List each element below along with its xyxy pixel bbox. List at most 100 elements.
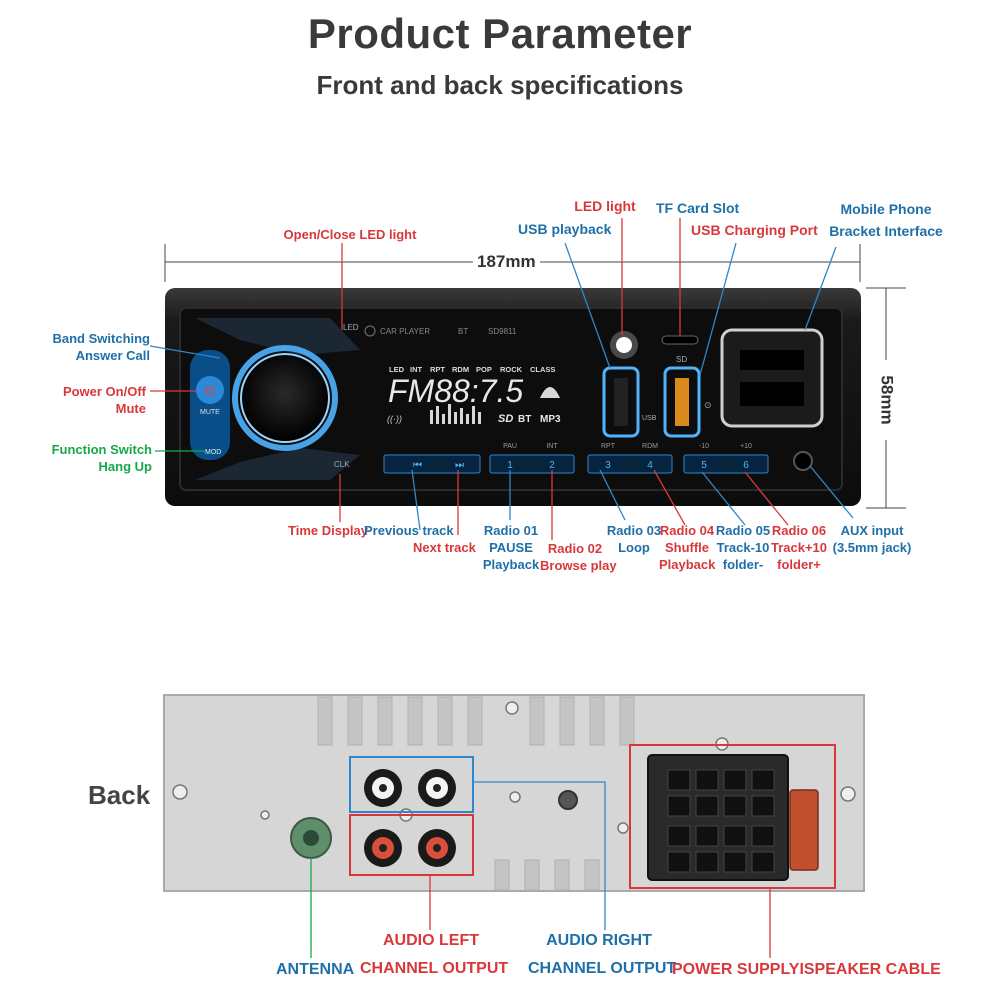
previous-track-button[interactable]: ⏮ [413,460,422,471]
preset-key-strip [683,454,769,474]
preset-key-5[interactable]: 5 [701,460,707,471]
mode-label-rdm: RDM [452,365,469,374]
back-section-label: Back [88,780,151,810]
callout-radio-03: Radio 03 Loop [606,522,662,556]
power-connector-box [629,744,836,889]
usb-charging-port[interactable] [663,366,701,438]
preset-key-strip [489,454,575,474]
iso-pin-grid [667,769,775,873]
back-label-audio-left-line2: CHANNEL OUTPUT [360,960,509,977]
callout-band-switching: Band Switching Answer Call [40,330,151,364]
callout-radio-06: Radio 06 Track+10 folder+ [770,522,828,573]
panel-wedge-top [195,318,360,355]
knob-glow-ring [232,345,338,451]
callout-next-track: Next track [413,540,476,555]
preset-key-strip [587,454,673,474]
callout-led-light: LED light [574,198,636,214]
callout-radio-03-line2: Loop [618,540,650,555]
callout-radio-05-line1: Radio 05 [715,523,771,538]
callout-radio-04-line3: Playback [659,557,716,572]
mode-label-class: CLASS [530,365,555,374]
brand-logo-icon [364,325,376,337]
callout-radio-01-line2: PAUSE [489,540,533,555]
lock-icon: ⊙ [704,400,712,410]
sd-slot-label: SD [676,355,687,364]
callout-radio-04-line1: Radio 04 [659,523,715,538]
aux-input-jack[interactable] [793,451,813,471]
panel-wedge-bottom [195,448,360,480]
bt-tag: BT [458,327,468,336]
bt-display-icon: BT [518,414,531,425]
preset-key-function-label: RDM [642,443,658,450]
preset-key-function-label: -10 [699,443,709,450]
page-title: Product Parameter [307,10,693,57]
preset-key-3[interactable]: 3 [605,460,611,471]
callout-radio-05: Radio 05 Track-10 folder- [715,522,771,573]
callout-radio-03-line1: Radio 03 [606,523,662,538]
callout-usb-playback: USB playback [518,221,612,237]
led-light [616,337,632,353]
prev-next-key-strip [383,454,481,474]
preset-key-function-label: INT [546,443,558,450]
audio-left-box [349,814,474,876]
callout-radio-06-line1: Radio 06 [771,523,827,538]
usb-playback-port[interactable] [602,366,640,438]
next-track-button[interactable]: ⏭ [455,460,464,471]
preset-key-4[interactable]: 4 [647,460,653,471]
mod-label: MOD [205,449,221,456]
brand-label: CAR PLAYER [380,327,430,336]
lcd-display-text: FM88:7.5 [388,373,523,409]
rca-jacks [364,769,456,867]
preset-key-2[interactable]: 2 [549,460,555,471]
callout-open-close-led: Open/Close LED light [283,227,417,242]
wifi-icon: ((·)) [387,414,402,424]
equalizer-bars [430,404,481,424]
back-label-audio-right-line2: CHANNEL OUTPUT [528,960,677,977]
callout-radio-01-line3: Playback [482,557,540,572]
callout-radio-04-line2: Shuffle [664,540,710,555]
callout-power: Power On/Off Mute [40,383,146,417]
power-icon: ⏻ [205,384,215,398]
mode-label-led: LED [389,365,405,374]
front-panel [179,307,843,491]
mode-label-rpt: RPT [430,365,445,374]
mp3-display-icon: MP3 [540,414,561,425]
back-label-audio-right: AUDIO RIGHT CHANNEL OUTPUT [528,927,677,983]
heat-fins [317,696,635,891]
callout-radio-01: Radio 01 PAUSE Playback [480,522,542,573]
preset-key-6[interactable]: 6 [743,460,749,471]
mute-label: MUTE [200,409,220,416]
back-label-power-cable: POWER SUPPLYISPEAKER CABLE [672,961,941,978]
front-callout-lines-blue [149,242,854,531]
callout-band-switching-line1: Band Switching [52,331,151,346]
callout-aux-input: AUX input (3.5mm jack) [830,522,914,556]
callout-aux-input-line2: (3.5mm jack) [832,540,912,555]
bell-display-icon [540,387,560,398]
callout-mobile-phone: Mobile Phone Bracket Interface [825,201,947,240]
audio-right-box [349,756,474,813]
callout-radio-06-line3: folder+ [777,557,821,572]
callout-radio-02-line1: Radio 02 [547,541,603,556]
callout-radio-02-line2: Browse play [540,558,617,573]
callout-radio-01-line1: Radio 01 [483,523,539,538]
clk-button-label: CLK [334,460,350,469]
sd-display-icon: SD [498,413,513,425]
mute-button[interactable] [196,376,224,404]
mode-label-rock: ROCK [500,365,523,374]
front-callout-lines-red [150,218,789,540]
back-label-antenna: ANTENNA [276,961,355,978]
usb-port-label: USB [642,415,657,422]
volume-knob[interactable] [240,353,330,443]
preset-key-function-label: PAU [503,443,517,450]
callout-mobile-phone-line1: Mobile Phone [840,201,932,217]
callout-tf-card-slot: TF Card Slot [656,200,740,216]
back-label-audio-left: AUDIO LEFT CHANNEL OUTPUT [360,927,509,983]
back-label-audio-right-line1: AUDIO RIGHT [546,932,652,949]
mode-label-int: INT [410,365,423,374]
preset-key-1[interactable]: 1 [507,460,513,471]
callout-radio-05-line2: Track-10 [716,540,770,555]
callout-time-display: Time Display [288,523,368,538]
